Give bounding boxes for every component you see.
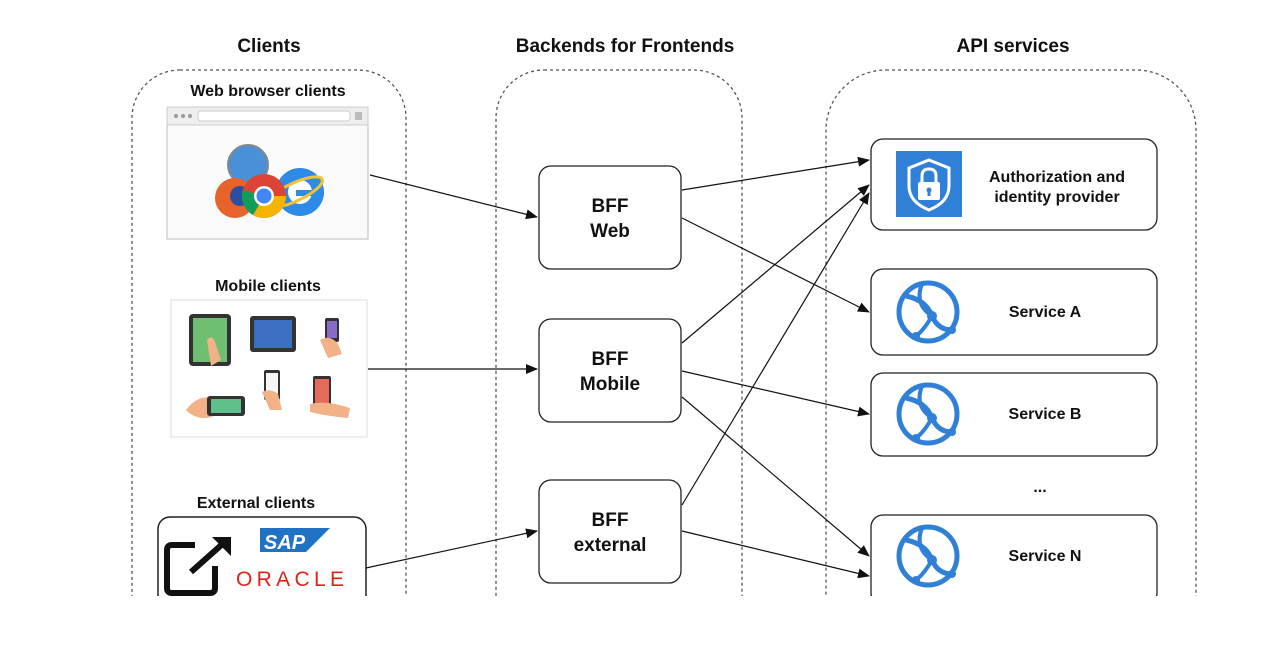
service-n-node: Service N [870,514,1158,596]
edges [365,156,870,579]
svg-text:Service B: Service B [1009,406,1082,423]
svg-text:external: external [574,535,647,556]
bff-column-title: Backends for Frontends [516,36,735,57]
globe-icon [896,382,960,446]
oracle-logo: ORACLE [236,568,344,591]
clients-lane [131,69,407,596]
edge-bff-external-to-service-n [681,530,870,579]
external-clients-label: External clients [197,495,315,512]
edge-web-to-bff-web [369,174,538,220]
svg-text:identity provider: identity provider [994,189,1119,206]
lock-icon [896,151,962,217]
web-browser-icon [166,106,369,240]
edge-bff-web-to-auth [681,156,870,191]
globe-icon [896,280,960,344]
edge-bff-mobile-to-service-b [681,370,870,417]
bff-web-node: BFF Web [538,165,682,270]
mobile-devices-icon [170,299,368,438]
bff-mobile-node: BFF Mobile [538,318,682,423]
edge-bff-mobile-to-service-n [681,396,870,557]
auth-provider-node: Authorization and identity provider [870,138,1158,231]
svg-text:Service N: Service N [1009,548,1082,565]
sap-logo: SAP [260,528,330,554]
bff-external-node: BFF external [538,479,682,584]
svg-text:Authorization and: Authorization and [989,169,1125,186]
edge-bff-web-to-service-a [681,217,870,313]
globe-icon [896,524,960,588]
svg-text:Service A: Service A [1009,304,1082,321]
edge-bff-mobile-to-auth [681,184,870,344]
bff-lane [495,69,743,596]
edge-external-to-bff-external [365,528,538,569]
mobile-clients-label: Mobile clients [215,278,321,295]
external-link-icon [164,537,231,596]
svg-text:Mobile: Mobile [580,374,640,395]
web-clients-label: Web browser clients [190,83,345,100]
service-a-node: Service A [870,268,1158,356]
clients-column-title: Clients [237,36,300,57]
svg-text:Web: Web [590,221,630,242]
svg-text:SAP: SAP [264,532,306,554]
api-lane [825,69,1197,596]
svg-text:BFF: BFF [592,349,629,370]
edge-bff-external-to-auth [681,192,870,506]
svg-text:BFF: BFF [592,196,629,217]
services-ellipsis: ... [1033,479,1046,496]
api-column-title: API services [956,36,1069,57]
service-b-node: Service B [870,372,1158,457]
svg-text:ORACLE: ORACLE [236,568,344,591]
svg-text:BFF: BFF [592,510,629,531]
